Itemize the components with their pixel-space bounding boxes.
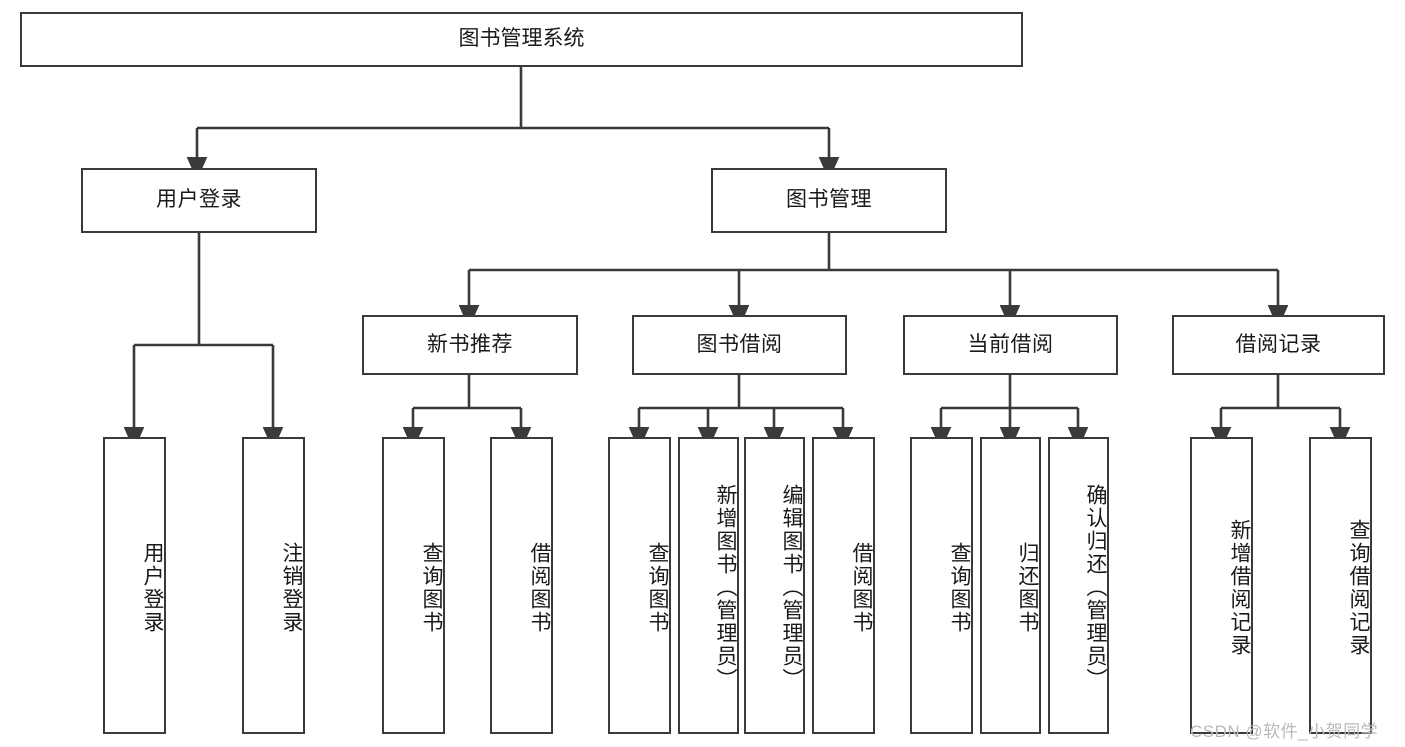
node-leaf-add-book-label: 新增图书（管理员） bbox=[714, 484, 737, 691]
node-leaf-query-book-recommend-label: 查询图书 bbox=[420, 541, 443, 634]
node-leaf-query-borrow-record-label: 查询借阅记录 bbox=[1347, 518, 1370, 657]
node-root-label: 图书管理系统 bbox=[458, 27, 585, 51]
node-leaf-confirm-return-label: 确认归还（管理员） bbox=[1084, 484, 1107, 691]
node-leaf-add-book[interactable]: 新增图书（管理员） bbox=[678, 437, 739, 734]
node-current-borrow-label: 当前借阅 bbox=[967, 332, 1054, 356]
node-leaf-query-book-current-label: 查询图书 bbox=[948, 541, 971, 634]
node-new-book-recommend-label: 新书推荐 bbox=[427, 332, 513, 356]
node-leaf-user-login[interactable]: 用户登录 bbox=[103, 437, 166, 734]
node-leaf-query-book-current[interactable]: 查询图书 bbox=[910, 437, 973, 734]
node-leaf-return-book-label: 归还图书 bbox=[1016, 541, 1039, 634]
node-book-borrow-label: 图书借阅 bbox=[696, 332, 783, 356]
node-new-book-recommend[interactable]: 新书推荐 bbox=[362, 315, 578, 375]
csdn-watermark: CSDN @软件_小贺同学 bbox=[1190, 722, 1379, 741]
node-leaf-query-book-borrow[interactable]: 查询图书 bbox=[608, 437, 671, 734]
node-leaf-add-borrow-record-label: 新增借阅记录 bbox=[1228, 518, 1251, 657]
node-leaf-query-book-recommend[interactable]: 查询图书 bbox=[382, 437, 445, 734]
node-book-borrow[interactable]: 图书借阅 bbox=[632, 315, 847, 375]
node-leaf-borrow-book-label: 借阅图书 bbox=[850, 541, 873, 634]
node-user-login[interactable]: 用户登录 bbox=[81, 168, 317, 233]
node-leaf-edit-book[interactable]: 编辑图书（管理员） bbox=[744, 437, 805, 734]
node-borrow-record[interactable]: 借阅记录 bbox=[1172, 315, 1385, 375]
node-book-management[interactable]: 图书管理 bbox=[711, 168, 947, 233]
node-leaf-user-login-label: 用户登录 bbox=[141, 541, 164, 634]
node-current-borrow[interactable]: 当前借阅 bbox=[903, 315, 1118, 375]
node-leaf-query-book-borrow-label: 查询图书 bbox=[646, 541, 669, 634]
node-leaf-borrow-book-recommend-label: 借阅图书 bbox=[528, 541, 551, 634]
node-book-management-label: 图书管理 bbox=[786, 188, 872, 212]
node-leaf-query-borrow-record[interactable]: 查询借阅记录 bbox=[1309, 437, 1372, 734]
node-leaf-borrow-book[interactable]: 借阅图书 bbox=[812, 437, 875, 734]
node-leaf-edit-book-label: 编辑图书（管理员） bbox=[780, 484, 803, 691]
node-leaf-logout-login-label: 注销登录 bbox=[280, 541, 303, 634]
node-leaf-add-borrow-record[interactable]: 新增借阅记录 bbox=[1190, 437, 1253, 734]
node-leaf-logout-login[interactable]: 注销登录 bbox=[242, 437, 305, 734]
node-borrow-record-label: 借阅记录 bbox=[1235, 332, 1322, 356]
node-leaf-confirm-return[interactable]: 确认归还（管理员） bbox=[1048, 437, 1109, 734]
node-leaf-borrow-book-recommend[interactable]: 借阅图书 bbox=[490, 437, 553, 734]
node-user-login-label: 用户登录 bbox=[156, 188, 242, 212]
node-leaf-return-book[interactable]: 归还图书 bbox=[980, 437, 1041, 734]
node-root[interactable]: 图书管理系统 bbox=[20, 12, 1023, 67]
